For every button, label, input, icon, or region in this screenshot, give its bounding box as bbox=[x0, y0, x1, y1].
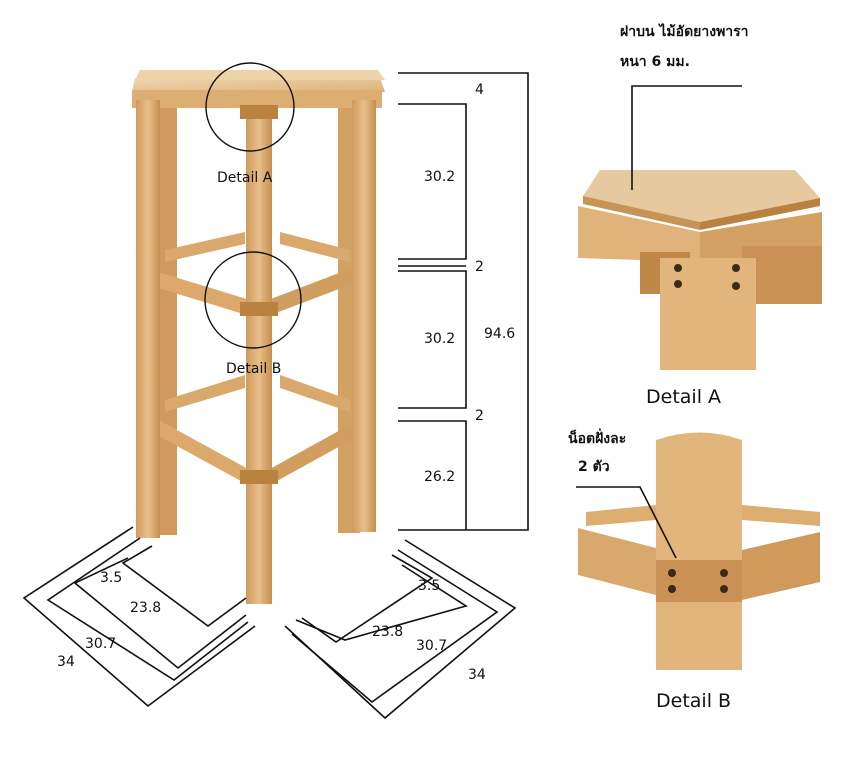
rear-rail-upper-left bbox=[165, 232, 245, 262]
joint-middle bbox=[240, 302, 278, 316]
joint-bottom bbox=[240, 470, 278, 484]
top-material-label-2: หนา 6 มม. bbox=[620, 54, 690, 70]
section-3-bracket bbox=[398, 420, 467, 530]
bolt-note-label-1: น็อตฝั่งละ bbox=[568, 428, 626, 447]
left-middle-bracket bbox=[46, 537, 249, 681]
bolt-icon bbox=[668, 569, 676, 577]
bolt-icon bbox=[720, 569, 728, 577]
section-1-bracket bbox=[398, 103, 467, 260]
detail-b-rail-left bbox=[578, 528, 656, 595]
bolt-icon bbox=[674, 264, 682, 272]
front-right-leg bbox=[352, 100, 376, 532]
detail-b-circle bbox=[204, 251, 302, 349]
top-material-label-1: ฝาบน ไม้อัดยางพารา bbox=[620, 22, 749, 40]
section-2-bracket bbox=[398, 270, 467, 409]
bolt-note-label-2: 2 ตัว bbox=[578, 459, 610, 475]
left-leg-bracket bbox=[121, 545, 247, 627]
bolt-icon bbox=[732, 264, 740, 272]
base-dimensions-left bbox=[22, 526, 256, 708]
left-outer-bracket bbox=[22, 526, 256, 708]
detail-b-rail-right bbox=[742, 532, 820, 600]
right-leg-bracket bbox=[301, 554, 434, 643]
front-rail-upper-right bbox=[268, 262, 368, 316]
rear-rail-lower-right bbox=[280, 375, 350, 412]
right-dim-leg: 3.5 bbox=[418, 578, 440, 594]
detail-a-leg bbox=[660, 258, 756, 370]
base-dimensions-right bbox=[284, 539, 517, 720]
detail-b-rear-rail-left bbox=[586, 505, 656, 526]
seat-top-surface bbox=[135, 70, 385, 80]
bolt-icon bbox=[674, 280, 682, 288]
right-outer-bracket bbox=[284, 539, 517, 720]
detail-a-circle bbox=[205, 62, 295, 152]
left-dim-outer: 34 bbox=[57, 654, 75, 670]
stool-illustration bbox=[132, 70, 385, 604]
right-middle-bracket bbox=[291, 549, 499, 704]
seat-top bbox=[132, 78, 385, 92]
left-dim-inner: 23.8 bbox=[130, 600, 161, 616]
front-left-leg bbox=[136, 100, 160, 538]
bolt-note-leader bbox=[576, 486, 677, 559]
left-dim-leg: 3.5 bbox=[100, 570, 122, 586]
top-material-leader bbox=[631, 85, 742, 190]
detail-b-circle-label: Detail B bbox=[226, 361, 281, 377]
bolt-icon bbox=[720, 585, 728, 593]
dim-rail-1: 2 bbox=[475, 259, 484, 275]
detail-b-title: Detail B bbox=[656, 690, 731, 712]
joint-top bbox=[240, 105, 278, 119]
rear-rail-lower-left bbox=[165, 375, 245, 412]
dim-section-3: 26.2 bbox=[424, 469, 455, 485]
detail-a-photo bbox=[578, 168, 826, 370]
right-dim-inner: 23.8 bbox=[372, 624, 403, 640]
left-inner-bracket bbox=[73, 557, 247, 670]
front-rail-upper-left bbox=[145, 268, 250, 316]
dim-total-height: 94.6 bbox=[484, 326, 515, 342]
total-height-bracket bbox=[398, 72, 529, 531]
front-rail-lower-left bbox=[155, 418, 250, 486]
right-inner-bracket bbox=[295, 564, 468, 641]
detail-a-circle-label: Detail A bbox=[217, 170, 273, 186]
dim-rail-2: 2 bbox=[475, 408, 484, 424]
dim-section-1: 30.2 bbox=[424, 169, 455, 185]
dim-section-2: 30.2 bbox=[424, 331, 455, 347]
detail-a-title: Detail A bbox=[646, 386, 721, 408]
detail-b-rear-rail-right bbox=[742, 505, 820, 526]
right-dim-middle: 30.7 bbox=[416, 638, 447, 654]
bolt-icon bbox=[668, 585, 676, 593]
seat-apron bbox=[132, 90, 382, 108]
rear-rail-upper-right bbox=[280, 232, 350, 262]
height-dimensions bbox=[398, 72, 529, 531]
detail-b-photo bbox=[578, 432, 820, 670]
front-center-leg bbox=[246, 110, 272, 604]
right-dim-outer: 34 bbox=[468, 667, 486, 683]
front-rail-lower-right bbox=[268, 418, 362, 486]
left-dim-middle: 30.7 bbox=[85, 636, 116, 652]
detail-a-top-surface bbox=[583, 170, 820, 222]
detail-b-leg bbox=[656, 432, 742, 670]
bolt-icon bbox=[732, 282, 740, 290]
dim-top-thickness: 4 bbox=[475, 82, 484, 98]
detail-a-apron-left bbox=[578, 206, 700, 262]
